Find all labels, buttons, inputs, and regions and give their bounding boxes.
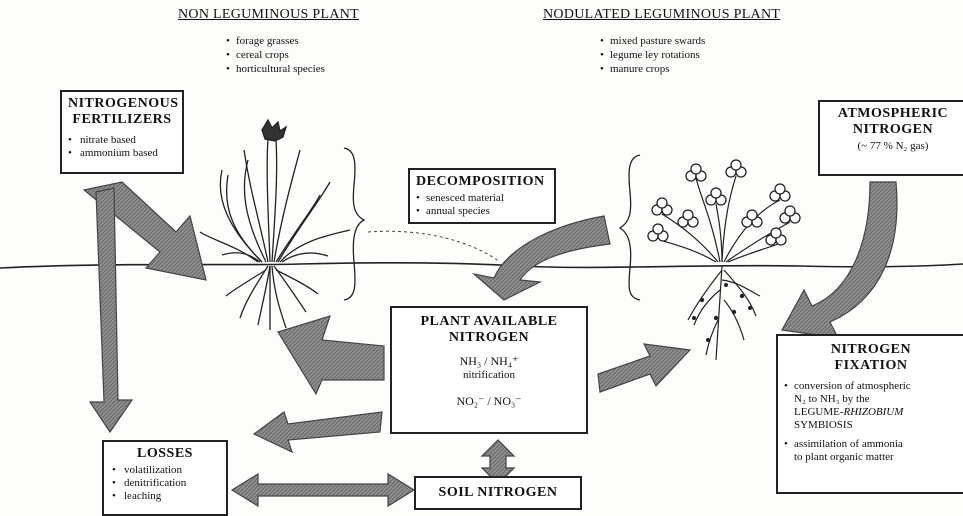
list-item: •cereal crops	[226, 48, 325, 62]
nodulated-heading: NODULATED LEGUMINOUS PLANT	[543, 7, 780, 23]
non-leguminous-heading: NON LEGUMINOUS PLANT	[178, 7, 359, 23]
nitrogen-fixation-box: NITROGEN FIXATION •conversion of atmosph…	[776, 334, 963, 494]
atmospheric-title-1: ATMOSPHERIC	[824, 106, 962, 122]
list-item: •annual species	[416, 205, 548, 218]
list-item: •manure crops	[600, 62, 705, 76]
atmospheric-title-2: NITROGEN	[824, 122, 962, 138]
fixation-title-2: FIXATION	[784, 358, 958, 374]
atmospheric-note: (~ 77 % N₂ gas)	[824, 140, 962, 153]
soil-nitrogen-box: SOIL NITROGEN	[414, 476, 582, 510]
ammonium-formula: NH₃ / NH₄⁺	[398, 354, 580, 369]
grass-plant-icon	[200, 120, 350, 330]
arrow-losses-soil-double	[232, 474, 414, 506]
losses-box: LOSSES •volatilization •denitrification …	[102, 440, 228, 516]
plant-available-title-1: PLANT AVAILABLE	[398, 314, 580, 330]
list-item: •horticultural species	[226, 62, 325, 76]
list-item: •assimilation of ammonia to plant organi…	[784, 438, 958, 464]
nodulated-list: •mixed pasture swards •legume ley rotati…	[600, 34, 705, 76]
nitrate-formula: NO₂⁻ / NO₃⁻	[398, 394, 580, 409]
fertilizers-box: NITROGENOUS FERTILIZERS •nitrate based •…	[60, 90, 184, 174]
fixation-title-1: NITROGEN	[784, 342, 958, 358]
brace-right-of-grass	[344, 148, 364, 300]
decomposition-title: DECOMPOSITION	[416, 174, 548, 190]
list-item: •senesced material	[416, 192, 548, 205]
fertilizers-title-2: FERTILIZERS	[68, 112, 176, 128]
arrow-decomposition-to-plant-available	[474, 216, 610, 300]
fertilizers-title-1: NITROGENOUS	[68, 96, 176, 112]
list-item: •conversion of atmospheric N₂ to NH₃ by …	[784, 380, 958, 432]
atmospheric-nitrogen-box: ATMOSPHERIC NITROGEN (~ 77 % N₂ gas)	[818, 100, 963, 176]
soil-nitrogen-title: SOIL NITROGEN	[420, 485, 576, 501]
arrow-plant-available-to-grass	[278, 316, 384, 394]
brace-left-of-clover	[620, 155, 640, 300]
list-item: •leaching	[112, 490, 218, 503]
list-item: •forage grasses	[226, 34, 325, 48]
list-item: •legume ley rotations	[600, 48, 705, 62]
list-item: •ammonium based	[68, 147, 176, 160]
arrow-atmospheric-to-fixation	[782, 182, 897, 338]
nitrification-label: nitrification	[398, 369, 580, 382]
clover-plant-icon	[648, 160, 800, 360]
list-item: •denitrification	[112, 477, 218, 490]
soil-surface-line	[0, 263, 963, 268]
decomposition-box: DECOMPOSITION •senesced material •annual…	[408, 168, 556, 224]
losses-title: LOSSES	[112, 446, 218, 462]
arrow-plant-available-to-clover	[598, 344, 690, 392]
plant-available-title-2: NITROGEN	[398, 330, 580, 346]
non-leguminous-list: •forage grasses •cereal crops •horticult…	[226, 34, 325, 76]
list-item: •volatilization	[112, 464, 218, 477]
list-item: •nitrate based	[68, 134, 176, 147]
list-item: •mixed pasture swards	[600, 34, 705, 48]
arrow-plant-available-to-losses	[254, 412, 382, 452]
plant-available-nitrogen-box: PLANT AVAILABLE NITROGEN NH₃ / NH₄⁺ nitr…	[390, 306, 588, 434]
